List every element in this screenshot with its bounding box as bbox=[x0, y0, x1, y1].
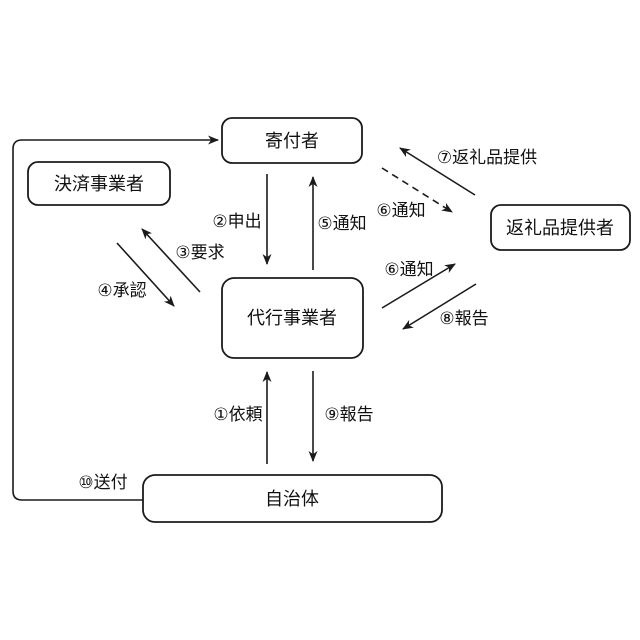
node-donor-box bbox=[221, 117, 363, 164]
edge-send-10: ⑩送付 bbox=[12, 135, 219, 501]
node-gift-provider: 返礼品提供者 bbox=[490, 204, 631, 251]
edge-send-10-label: ⑩送付 bbox=[78, 473, 127, 492]
node-agent-label: 代行事業者 bbox=[247, 308, 337, 328]
edge-notice-6-line bbox=[381, 263, 456, 309]
edge-gift-delivery-7: ⑦返礼品提供 bbox=[399, 147, 537, 196]
node-municipality: 自治体 bbox=[142, 474, 443, 523]
edge-approval-4-label: ④承認 bbox=[97, 281, 146, 300]
node-donor-label: 寄付者 bbox=[265, 131, 319, 151]
node-payment-provider-box bbox=[27, 161, 171, 206]
edge-report-8-line bbox=[402, 283, 477, 330]
edge-demand-3: ③要求 bbox=[141, 228, 225, 293]
edge-gift-delivery-7-label: ⑦返礼品提供 bbox=[437, 148, 537, 167]
edge-notice-6-dashed-line bbox=[381, 167, 453, 213]
edge-gift-delivery-7-line bbox=[399, 147, 476, 196]
edge-report-9: ⑨報告 bbox=[308, 371, 374, 462]
edge-request-1: ①依頼 bbox=[213, 371, 272, 464]
edge-notice-5-label: ⑤通知 bbox=[317, 214, 366, 233]
node-payment-provider: 決済事業者 bbox=[27, 161, 171, 206]
edge-request-1-label: ①依頼 bbox=[213, 405, 262, 424]
node-gift-provider-box bbox=[490, 204, 631, 251]
edge-demand-3-line bbox=[141, 228, 201, 293]
edge-notice-6: ⑥通知 bbox=[381, 260, 456, 309]
edge-report-9-label: ⑨報告 bbox=[324, 405, 373, 424]
edge-report-8-label: ⑧報告 bbox=[439, 309, 488, 328]
edge-notice-6-dashed-label: ⑥通知 bbox=[376, 201, 425, 220]
edge-offer-2-label: ②申出 bbox=[212, 212, 261, 231]
edge-send-10-line bbox=[12, 135, 219, 501]
node-donor: 寄付者 bbox=[221, 117, 363, 164]
edge-offer-2: ②申出 bbox=[212, 174, 272, 265]
node-gift-provider-label: 返礼品提供者 bbox=[506, 218, 614, 238]
edge-approval-4: ④承認 bbox=[97, 242, 175, 307]
edge-notice-6-dashed: ⑥通知 bbox=[376, 167, 453, 220]
edge-approval-4-line bbox=[116, 242, 175, 307]
node-municipality-label: 自治体 bbox=[265, 489, 319, 509]
edge-notice-5: ⑤通知 bbox=[308, 176, 367, 270]
node-payment-provider-label: 決済事業者 bbox=[54, 174, 144, 194]
node-municipality-box bbox=[142, 474, 443, 523]
edge-report-8: ⑧報告 bbox=[402, 283, 489, 330]
edge-demand-3-label: ③要求 bbox=[175, 243, 224, 262]
node-agent-box bbox=[221, 277, 364, 359]
edge-notice-6-label: ⑥通知 bbox=[384, 260, 433, 279]
node-agent: 代行事業者 bbox=[221, 277, 364, 359]
